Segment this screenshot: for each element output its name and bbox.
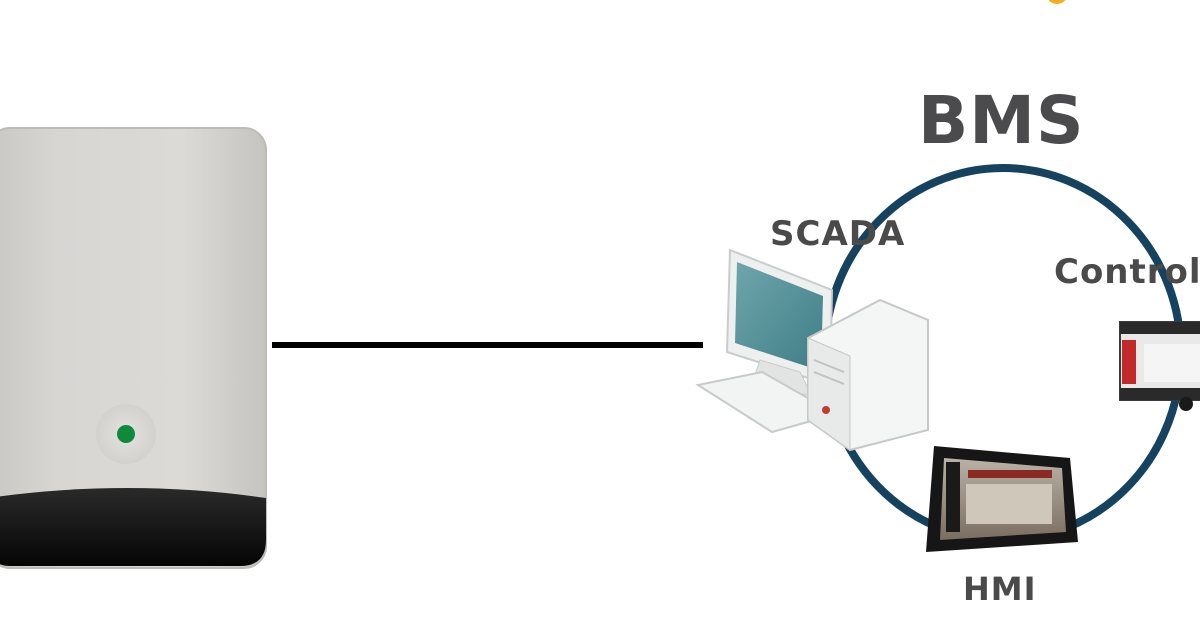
- diagram-title: BMS: [918, 82, 1085, 159]
- hmi-label: HMI: [963, 570, 1037, 608]
- scada-label: SCADA: [770, 214, 906, 254]
- controller-label: Controll: [1054, 252, 1200, 292]
- hmi-panel: [926, 446, 1078, 552]
- controller-device: [1119, 321, 1200, 411]
- accent-dot: [1046, 0, 1068, 4]
- sensor-device: [0, 127, 267, 569]
- led-indicator: [117, 425, 135, 443]
- scada-computer: [695, 248, 929, 452]
